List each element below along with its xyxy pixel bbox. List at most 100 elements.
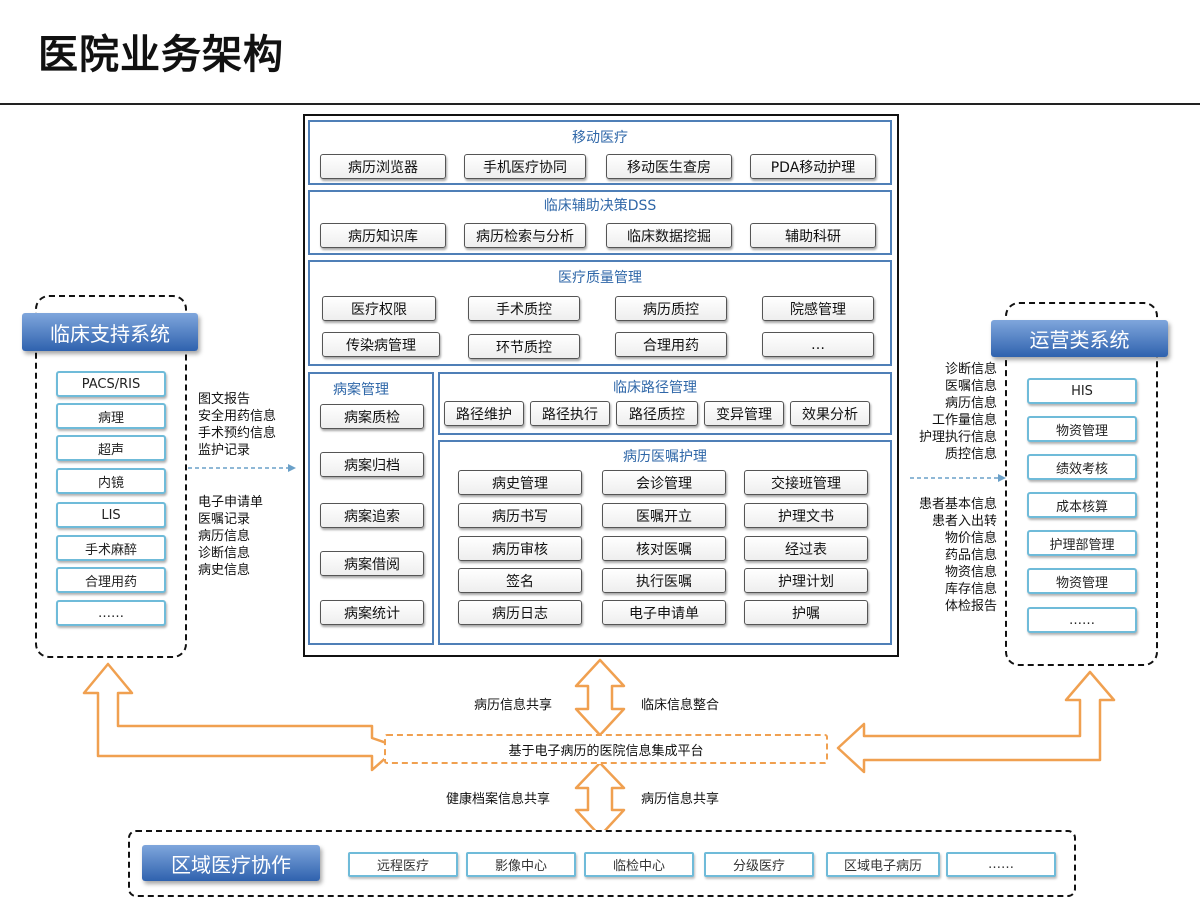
dss-btn-1[interactable]: 病历检索与分析 (464, 223, 586, 248)
left-info-top-2: 手术预约信息 (198, 426, 277, 441)
integration-platform: 基于电子病历的医院信息集成平台 (384, 734, 828, 764)
regional-item-5[interactable]: …… (946, 852, 1056, 877)
operations-item-2[interactable]: 绩效考核 (1027, 454, 1137, 480)
right-info-bottom-1: 患者入出转 (931, 514, 997, 529)
orders-btn-11[interactable]: 护理计划 (744, 568, 868, 593)
operations-item-5[interactable]: 物资管理 (1027, 568, 1137, 594)
left-info-bottom-1: 医嘱记录 (198, 512, 251, 527)
clinical-item-0[interactable]: PACS/RIS (56, 371, 166, 397)
left-info-bottom-0: 电子申请单 (198, 495, 264, 510)
pathway-btn-1[interactable]: 路径执行 (530, 401, 610, 426)
orders-btn-14[interactable]: 护嘱 (744, 600, 868, 625)
mobile-btn-2[interactable]: 移动医生查房 (606, 154, 732, 179)
clinical-item-3[interactable]: 内镜 (56, 468, 166, 494)
orders-btn-1[interactable]: 会诊管理 (602, 470, 726, 495)
orders-btn-0[interactable]: 病史管理 (458, 470, 582, 495)
mobile-btn-0[interactable]: 病历浏览器 (320, 154, 446, 179)
left-info-top: 图文报告 安全用药信息 手术预约信息 监护记录 (198, 391, 276, 459)
right-info-bottom-6: 体检报告 (944, 599, 997, 614)
orders-btn-7[interactable]: 核对医嘱 (602, 536, 726, 561)
quality-btn-2[interactable]: 病历质控 (615, 296, 727, 321)
left-elbow-arrow (82, 662, 400, 772)
upper-right-label: 临床信息整合 (641, 698, 720, 713)
orders-btn-8[interactable]: 经过表 (744, 536, 868, 561)
clinical-item-4[interactable]: LIS (56, 502, 166, 528)
mobile-btn-1[interactable]: 手机医疗协同 (464, 154, 586, 179)
quality-btn-7[interactable]: … (762, 332, 874, 357)
case-btn-3[interactable]: 病案借阅 (320, 551, 424, 576)
operations-item-0[interactable]: HIS (1027, 378, 1137, 404)
right-elbow-arrow (836, 670, 1116, 774)
clinical-support-title: 临床支持系统 (22, 313, 198, 351)
operations-item-4[interactable]: 护理部管理 (1027, 530, 1137, 556)
page-title: 医院业务架构 (38, 32, 284, 78)
quality-btn-6[interactable]: 合理用药 (615, 332, 727, 357)
operations-item-3[interactable]: 成本核算 (1027, 492, 1137, 518)
quality-btn-4[interactable]: 传染病管理 (322, 332, 440, 357)
pathway-btn-0[interactable]: 路径维护 (444, 401, 524, 426)
regional-item-0[interactable]: 远程医疗 (348, 852, 458, 877)
lower-right-label: 病历信息共享 (641, 792, 720, 807)
quality-btn-1[interactable]: 手术质控 (468, 296, 580, 321)
regional-item-2[interactable]: 临检中心 (584, 852, 694, 877)
orders-btn-9[interactable]: 签名 (458, 568, 582, 593)
left-info-top-1: 安全用药信息 (198, 409, 277, 424)
case-btn-1[interactable]: 病案归档 (320, 452, 424, 477)
right-info-bottom-5: 库存信息 (944, 582, 997, 597)
right-info-top-3: 工作量信息 (931, 413, 997, 428)
regional-item-1[interactable]: 影像中心 (466, 852, 576, 877)
clinical-item-7[interactable]: …… (56, 600, 166, 626)
clinical-item-6[interactable]: 合理用药 (56, 567, 166, 593)
orders-btn-13[interactable]: 电子申请单 (602, 600, 726, 625)
clinical-item-5[interactable]: 手术麻醉 (56, 535, 166, 561)
orders-btn-10[interactable]: 执行医嘱 (602, 568, 726, 593)
operations-box (1005, 302, 1158, 666)
dss-btn-2[interactable]: 临床数据挖掘 (606, 223, 732, 248)
orders-btn-3[interactable]: 病历书写 (458, 503, 582, 528)
pathway-btn-4[interactable]: 效果分析 (790, 401, 870, 426)
regional-title: 区域医疗协作 (142, 845, 320, 881)
quality-title: 医疗质量管理 (558, 270, 642, 286)
left-connector-arrowhead (288, 464, 296, 472)
quality-btn-3[interactable]: 院感管理 (762, 296, 874, 321)
right-info-bottom-4: 物资信息 (944, 565, 997, 580)
left-info-bottom: 电子申请单 医嘱记录 病历信息 诊断信息 病史信息 (198, 494, 263, 579)
operations-item-1[interactable]: 物资管理 (1027, 416, 1137, 442)
right-info-top: 诊断信息 医嘱信息 病历信息 工作量信息 护理执行信息 质控信息 (919, 361, 997, 463)
dss-btn-0[interactable]: 病历知识库 (320, 223, 446, 248)
regional-item-3[interactable]: 分级医疗 (704, 852, 814, 877)
right-info-bottom-3: 药品信息 (944, 548, 997, 563)
case-mgmt-title: 病案管理 (333, 382, 389, 398)
mobile-btn-3[interactable]: PDA移动护理 (750, 154, 876, 179)
right-info-bottom-2: 物价信息 (944, 531, 997, 546)
left-info-bottom-2: 病历信息 (198, 529, 251, 544)
pathway-title: 临床路径管理 (613, 380, 697, 396)
orders-btn-4[interactable]: 医嘱开立 (602, 503, 726, 528)
pathway-btn-3[interactable]: 变异管理 (704, 401, 784, 426)
orders-btn-12[interactable]: 病历日志 (458, 600, 582, 625)
lower-left-label: 健康档案信息共享 (446, 792, 551, 807)
pathway-btn-2[interactable]: 路径质控 (616, 401, 698, 426)
orders-btn-2[interactable]: 交接班管理 (744, 470, 868, 495)
right-info-bottom-0: 患者基本信息 (918, 497, 997, 512)
case-btn-0[interactable]: 病案质检 (320, 404, 424, 429)
case-btn-2[interactable]: 病案追索 (320, 503, 424, 528)
operations-item-6[interactable]: …… (1027, 607, 1137, 633)
clinical-item-2[interactable]: 超声 (56, 435, 166, 461)
case-btn-4[interactable]: 病案统计 (320, 600, 424, 625)
quality-btn-0[interactable]: 医疗权限 (322, 296, 436, 321)
operations-title: 运营类系统 (991, 320, 1168, 357)
orders-btn-5[interactable]: 护理文书 (744, 503, 868, 528)
right-info-top-2: 病历信息 (944, 396, 997, 411)
right-info-bottom: 患者基本信息 患者入出转 物价信息 药品信息 物资信息 库存信息 体检报告 (919, 496, 997, 615)
left-info-bottom-3: 诊断信息 (198, 546, 251, 561)
quality-btn-5[interactable]: 环节质控 (468, 334, 580, 359)
clinical-item-1[interactable]: 病理 (56, 403, 166, 429)
lower-double-arrow (574, 761, 626, 838)
dss-btn-3[interactable]: 辅助科研 (750, 223, 876, 248)
right-info-top-5: 质控信息 (944, 447, 997, 462)
right-info-top-4: 护理执行信息 (918, 430, 997, 445)
orders-btn-6[interactable]: 病历审核 (458, 536, 582, 561)
regional-item-4[interactable]: 区域电子病历 (826, 852, 940, 877)
